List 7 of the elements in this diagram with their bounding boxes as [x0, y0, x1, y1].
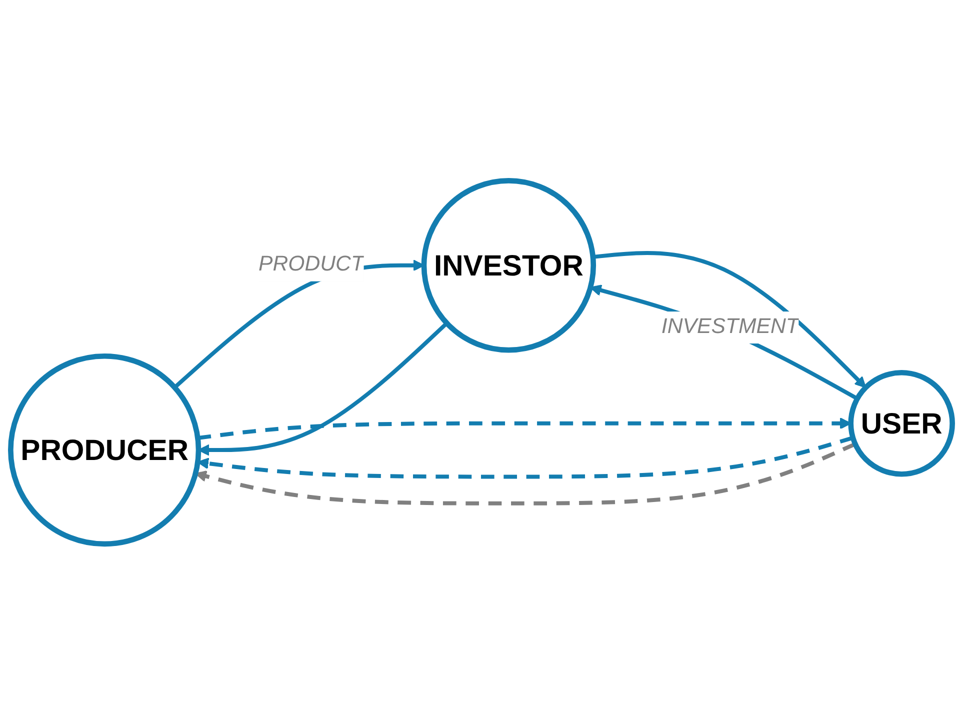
arrow [195, 442, 856, 506]
node-circle: USER [848, 370, 955, 476]
node-circle: PRODUCER [8, 353, 202, 546]
node-circle: INVESTOR [421, 178, 596, 352]
arrow [592, 250, 866, 388]
edge-label: PRODUCT [258, 253, 364, 276]
edge-label: INVESTMENT [661, 315, 799, 338]
